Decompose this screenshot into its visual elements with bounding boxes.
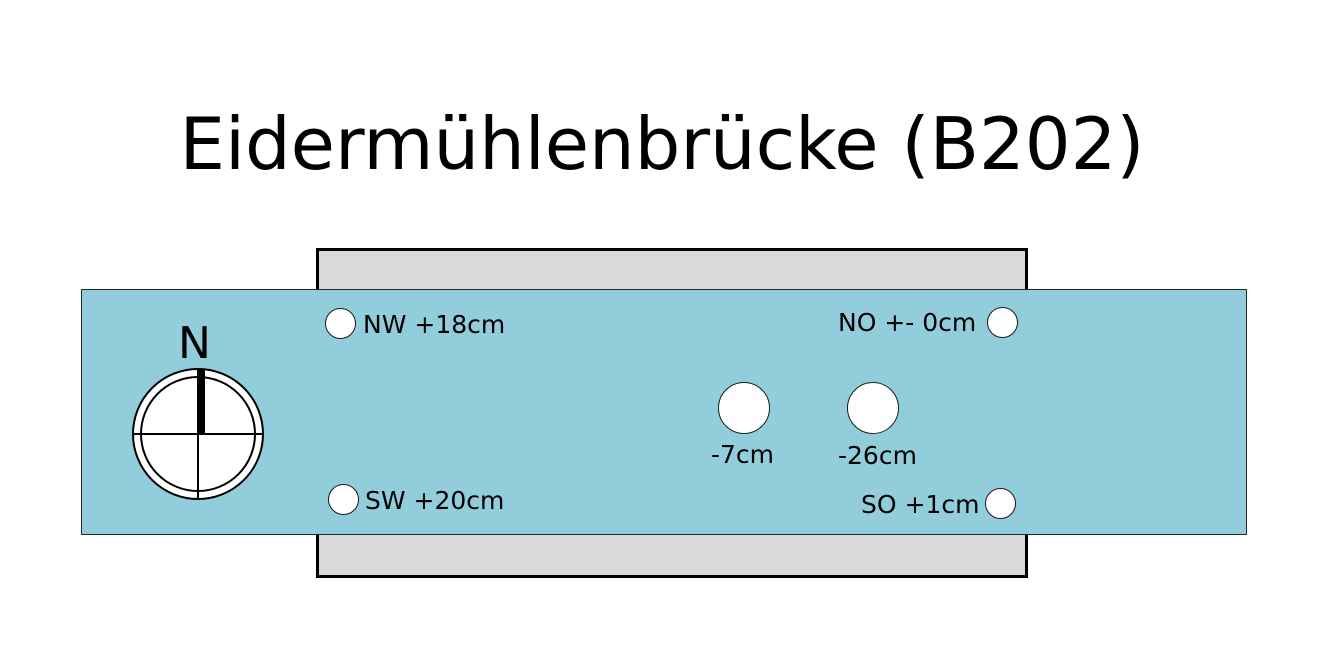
marker-sw — [328, 484, 359, 515]
label-sw: SW +20cm — [365, 486, 505, 515]
label-no: NO +- 0cm — [838, 308, 977, 337]
river-band — [81, 289, 1247, 535]
label-mid-left: -7cm — [711, 440, 775, 469]
north-label: N — [178, 318, 211, 369]
label-nw: NW +18cm — [363, 310, 506, 339]
diagram-title: Eidermühlenbrücke (B202) — [179, 102, 1145, 186]
marker-so — [985, 488, 1016, 519]
marker-mid-left — [718, 382, 770, 434]
label-mid-right: -26cm — [838, 441, 917, 470]
marker-mid-right — [847, 382, 899, 434]
compass-icon — [132, 368, 264, 500]
marker-no — [987, 307, 1018, 338]
marker-nw — [325, 308, 356, 339]
label-so: SO +1cm — [861, 490, 980, 519]
